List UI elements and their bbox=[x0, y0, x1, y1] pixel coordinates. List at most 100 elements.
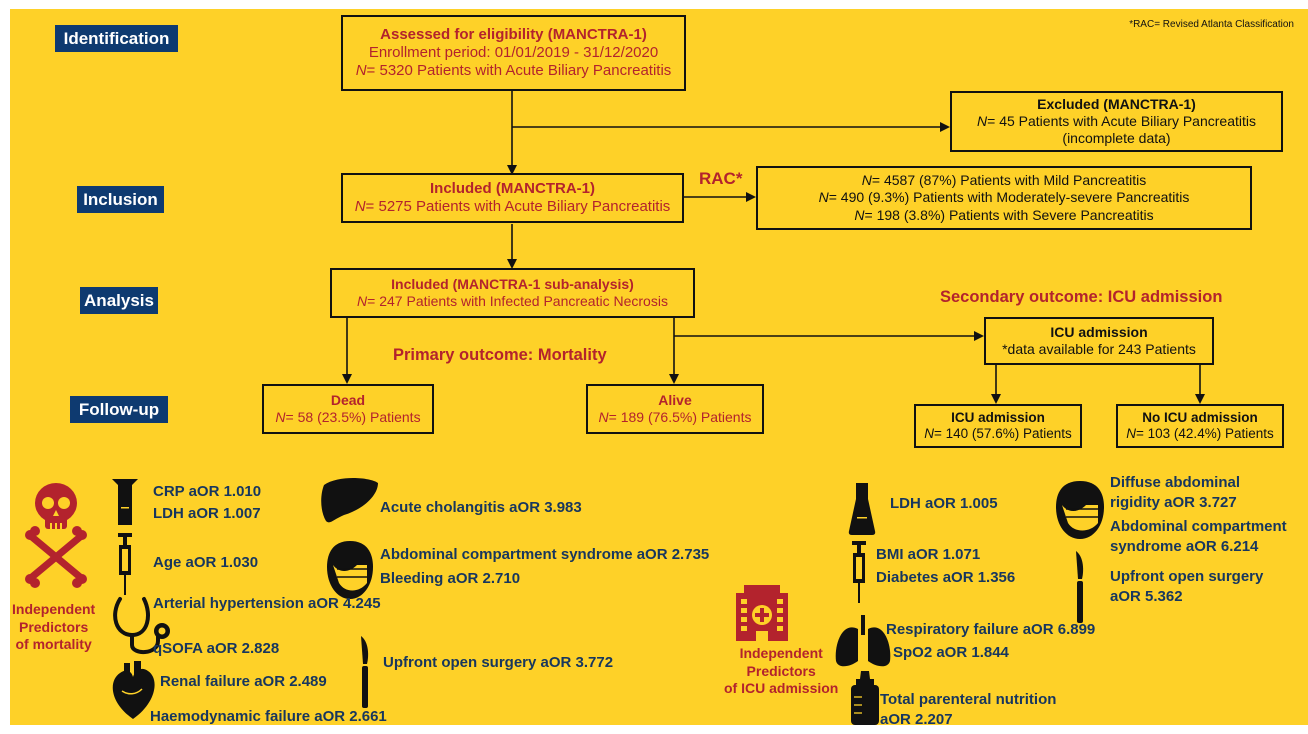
predictor-line: Diffuse abdominal bbox=[1110, 474, 1241, 491]
box-icu-parent-title: ICU admission bbox=[1050, 323, 1148, 340]
lungs-icon bbox=[835, 615, 891, 667]
n-symbol: N bbox=[854, 206, 865, 223]
stage-followup: Follow-up bbox=[70, 396, 168, 423]
caption-line: of mortality bbox=[15, 636, 92, 652]
box-icu-yes-title: ICU admission bbox=[951, 409, 1045, 425]
box-dead: Dead N= 58 (23.5%) Patients bbox=[262, 384, 434, 434]
n-symbol: N bbox=[818, 189, 829, 206]
skull-crossbones-icon bbox=[25, 483, 87, 588]
predictor-icu-diabetes: Diabetes aOR 1.356 bbox=[876, 569, 1016, 586]
predictor-qsofa: qSOFA aOR 2.828 bbox=[153, 640, 280, 657]
n-symbol: N bbox=[977, 112, 988, 129]
hospital-icon bbox=[736, 585, 788, 641]
caption-line: Predictors bbox=[746, 662, 816, 679]
box-icu-yes-count: = 140 (57.6%) Patients bbox=[934, 426, 1072, 441]
predictor-icu-spo2: SpO2 aOR 1.844 bbox=[893, 644, 1009, 661]
predictor-bleeding: Bleeding aOR 2.710 bbox=[380, 570, 521, 587]
predictor-age: Age aOR 1.030 bbox=[153, 554, 259, 571]
n-symbol: N bbox=[924, 426, 935, 441]
liver-icon bbox=[321, 478, 378, 523]
predictor-icu-acs: Abdominal compartment syndrome aOR 6.214 bbox=[1110, 517, 1287, 556]
box-excluded-count: = 45 Patients with Acute Biliary Pancrea… bbox=[987, 112, 1256, 129]
rac-severe: = 198 (3.8%) Patients with Severe Pancre… bbox=[864, 206, 1154, 223]
baby-bottle-icon bbox=[851, 671, 879, 725]
n-symbol: N bbox=[1126, 426, 1137, 441]
n-symbol: N bbox=[354, 198, 366, 215]
predictor-haemodynamic: Haemodynamic failure aOR 2.661 bbox=[150, 708, 387, 725]
rac-label: RAC* bbox=[699, 169, 743, 188]
predictor-line: aOR 2.207 bbox=[880, 710, 953, 726]
syringe-icon bbox=[852, 541, 866, 603]
box-alive-count: = 189 (76.5%) Patients bbox=[608, 409, 752, 425]
masked-face-icon bbox=[327, 541, 373, 599]
mortality-predictors-caption: Independent Predictors of mortality bbox=[12, 601, 95, 654]
heart-icon bbox=[112, 661, 155, 719]
predictor-crp: CRP aOR 1.010 bbox=[153, 483, 262, 500]
predictor-cholangitis: Acute cholangitis aOR 3.983 bbox=[380, 499, 582, 516]
predictor-icu-rigidity: Diffuse abdominal rigidity aOR 3.727 bbox=[1110, 473, 1240, 512]
predictor-icu-respiratory: Respiratory failure aOR 6.899 bbox=[886, 621, 1096, 638]
box-assessed-title: Assessed for eligibility (MANCTRA-1) bbox=[380, 25, 647, 43]
predictor-acs: Abdominal compartment syndrome aOR 2.735 bbox=[380, 546, 710, 563]
scalpel-icon bbox=[361, 636, 369, 708]
rac-mild: = 4587 (87%) Patients with Mild Pancreat… bbox=[871, 172, 1147, 189]
predictor-line: aOR 5.362 bbox=[1110, 587, 1183, 605]
box-alive: Alive N= 189 (76.5%) Patients bbox=[586, 384, 764, 434]
box-dead-count: = 58 (23.5%) Patients bbox=[285, 409, 421, 425]
stage-analysis: Analysis bbox=[80, 287, 158, 314]
stage-identification: Identification bbox=[55, 25, 178, 52]
caption-line: Independent bbox=[12, 601, 96, 617]
box-excluded: Excluded (MANCTRA-1) N= 45 Patients with… bbox=[950, 91, 1283, 152]
n-symbol: N bbox=[275, 409, 286, 425]
predictor-ldh: LDH aOR 1.007 bbox=[153, 505, 261, 522]
box-alive-title: Alive bbox=[658, 391, 692, 408]
primary-outcome-label: Primary outcome: Mortality bbox=[393, 346, 607, 364]
test-tube-icon bbox=[112, 479, 138, 525]
rac-moderate: = 490 (9.3%) Patients with Moderately-se… bbox=[828, 189, 1190, 206]
box-icu-no-count: = 103 (42.4%) Patients bbox=[1136, 426, 1274, 441]
box-assessed: Assessed for eligibility (MANCTRA-1) Enr… bbox=[341, 15, 686, 91]
syringe-icon bbox=[118, 533, 132, 595]
flowchart-canvas: *RAC= Revised Atlanta Classification Ide… bbox=[10, 9, 1308, 725]
n-symbol: N bbox=[598, 409, 609, 425]
connector-lines bbox=[342, 90, 1205, 404]
predictor-line: rigidity aOR 3.727 bbox=[1110, 493, 1237, 511]
predictor-line: Upfront open surgery bbox=[1110, 568, 1264, 585]
predictor-icu-ldh: LDH aOR 1.005 bbox=[890, 495, 998, 512]
n-symbol: N bbox=[357, 293, 368, 309]
stethoscope-icon bbox=[113, 597, 170, 654]
box-assessed-period: Enrollment period: 01/01/2019 - 31/12/20… bbox=[368, 43, 659, 61]
box-subanalysis-count: = 247 Patients with Infected Pancreatic … bbox=[367, 293, 668, 309]
box-dead-title: Dead bbox=[330, 391, 366, 408]
n-symbol: N bbox=[861, 172, 872, 189]
box-included: Included (MANCTRA-1) N= 5275 Patients wi… bbox=[341, 173, 684, 223]
predictor-line: Total parenteral nutrition bbox=[880, 691, 1057, 708]
box-excluded-note: (incomplete data) bbox=[1062, 130, 1171, 147]
footnote: *RAC= Revised Atlanta Classification bbox=[1129, 19, 1294, 30]
predictor-icu-tpn: Total parenteral nutrition aOR 2.207 bbox=[880, 690, 1056, 725]
predictor-line: syndrome aOR 6.214 bbox=[1110, 537, 1259, 555]
predictor-line: Abdominal compartment bbox=[1110, 518, 1287, 535]
box-subanalysis: Included (MANCTRA-1 sub-analysis) N= 247… bbox=[330, 268, 695, 318]
scalpel-icon bbox=[1076, 551, 1084, 623]
test-tube-icon bbox=[848, 483, 876, 535]
box-excluded-title: Excluded (MANCTRA-1) bbox=[1037, 95, 1196, 112]
caption-line: of ICU admission bbox=[724, 680, 839, 696]
predictor-icu-surgery: Upfront open surgery aOR 5.362 bbox=[1110, 567, 1263, 606]
secondary-outcome-label: Secondary outcome: ICU admission bbox=[940, 288, 1223, 306]
box-icu-parent-note: *data available for 243 Patients bbox=[1002, 341, 1196, 357]
caption-line: Predictors bbox=[18, 618, 89, 635]
box-icu-no-title: No ICU admission bbox=[1142, 409, 1258, 425]
stage-inclusion: Inclusion bbox=[77, 186, 164, 213]
icu-predictors-caption: Independent Predictors of ICU admission bbox=[724, 645, 838, 698]
caption-line: Independent bbox=[739, 645, 823, 661]
predictor-icu-bmi: BMI aOR 1.071 bbox=[876, 546, 981, 563]
predictor-hypertension: Arterial hypertension aOR 4.245 bbox=[153, 595, 381, 612]
box-included-count: = 5275 Patients with Acute Biliary Pancr… bbox=[365, 198, 671, 215]
box-subanalysis-title: Included (MANCTRA-1 sub-analysis) bbox=[391, 275, 634, 292]
predictor-surgery: Upfront open surgery aOR 3.772 bbox=[383, 654, 614, 671]
masked-face-icon bbox=[1056, 481, 1104, 539]
box-rac-severity: N= 4587 (87%) Patients with Mild Pancrea… bbox=[756, 166, 1252, 230]
box-included-title: Included (MANCTRA-1) bbox=[430, 179, 595, 197]
box-icu-yes: ICU admission N= 140 (57.6%) Patients bbox=[914, 404, 1082, 448]
